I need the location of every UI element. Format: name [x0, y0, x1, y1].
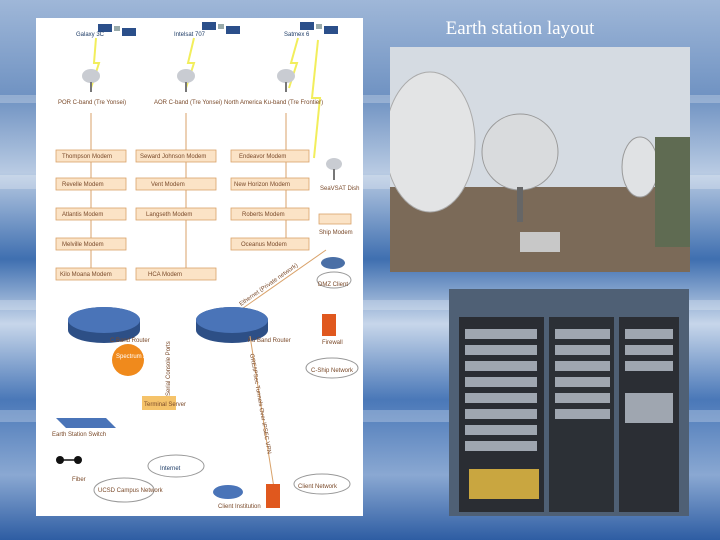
- modem-box: New Horizon Modem: [230, 177, 310, 191]
- modem-label: Melville Modem: [62, 242, 104, 248]
- modem-box: Thompson Modem: [55, 149, 127, 163]
- modem-label: Kilo Moana Modem: [60, 272, 112, 278]
- ship-network-label: C-Ship Network: [311, 368, 354, 374]
- modem-box: Kilo Moana Modem: [55, 267, 127, 281]
- client-institution-label: Client Institution: [218, 504, 261, 510]
- terminal-server-icon: [142, 396, 176, 410]
- satellite-label: Intelsat 707: [174, 32, 206, 38]
- client-network-cloud-icon: [293, 473, 351, 495]
- modem-label: Langseth Modem: [146, 212, 192, 218]
- ship-modem-label: Ship Modem: [319, 230, 353, 236]
- switch-label: Earth Station Switch: [52, 432, 106, 438]
- modem-box: Vent Modem: [135, 177, 217, 191]
- modem-label: HCA Modem: [148, 272, 182, 278]
- satellite-link: [310, 39, 322, 159]
- client-firewall-icon: [266, 484, 280, 508]
- ethernet-label: Ethernet (Private network): [239, 263, 300, 308]
- modem-label: Vent Modem: [151, 182, 185, 188]
- modem-box: Langseth Modem: [135, 207, 217, 221]
- satellite-label: Galaxy 3C: [76, 32, 105, 38]
- modem-box: Endeavor Modem: [230, 149, 310, 163]
- modem-label: Endeavor Modem: [239, 154, 286, 160]
- cloud-icon: [316, 271, 352, 289]
- client-network-label: Client Network: [298, 484, 338, 490]
- antenna-label: North America Ku-band (Tre Frontier): [224, 100, 323, 106]
- modem-box: Revelle Modem: [55, 177, 127, 191]
- antenna-label: POR C-band (Tre Yonsei): [58, 100, 126, 106]
- campus-label: UCSD Campus Network: [98, 488, 164, 494]
- modem-box: Roberts Modem: [230, 207, 310, 221]
- firewall-label: Firewall: [322, 340, 343, 346]
- c-band-router-icon: [68, 307, 140, 343]
- internet-label: Internet: [160, 466, 181, 472]
- c-band-router-label: C Band Router: [110, 338, 150, 344]
- equipment-rack-photo: [449, 289, 689, 516]
- cloud-icon: [305, 357, 359, 379]
- modem-label: New Horizon Modem: [234, 182, 290, 188]
- serial-label: Serial Console Ports: [166, 341, 172, 396]
- modem-label: Roberts Modem: [242, 212, 285, 218]
- fiber-label: Fiber: [72, 477, 86, 483]
- campus-cloud-icon: [93, 477, 155, 503]
- dmz-label: DMZ Client: [318, 282, 348, 288]
- earth-station-photo: [390, 47, 690, 272]
- satellite-icon: [202, 22, 240, 34]
- modem-box: Melville Modem: [55, 237, 127, 251]
- modem-label: Thompson Modem: [62, 154, 112, 160]
- firewall-icon: [322, 314, 336, 336]
- spectrum-analyzer-label: Spectrum Analyzer: [116, 354, 166, 360]
- antenna-icon: [277, 69, 295, 92]
- antenna-label: AOR C-band (Tre Yonsei): [154, 100, 222, 106]
- modem-box: Seward Johnson Modem: [135, 149, 217, 163]
- modem-box: HCA Modem: [135, 267, 217, 281]
- modem-box: Atlantis Modem: [55, 207, 127, 221]
- gre-label: GRE/IPSec Tunnels Over IPSEC VPN: [248, 353, 272, 454]
- switch-icon: [56, 418, 116, 428]
- modem-label: Revelle Modem: [62, 182, 104, 188]
- slide-title: Earth station layout: [445, 18, 595, 39]
- modem-label: Oceanus Modem: [241, 242, 287, 248]
- network-diagram: Galaxy 3C Intelsat 707 Satmex 6 POR C-ba…: [36, 18, 363, 516]
- satellite-icon: [300, 22, 338, 34]
- internet-cloud-icon: [147, 454, 205, 478]
- modem-label: Seward Johnson Modem: [140, 154, 206, 160]
- ku-band-router-label: Ku Band Router: [248, 338, 291, 344]
- dish-icon: [326, 158, 342, 180]
- satellite-label: Satmex 6: [284, 32, 310, 38]
- modem-label: Atlantis Modem: [62, 212, 103, 218]
- terminal-server-label: Terminal Server: [144, 402, 186, 408]
- spectrum-analyzer-icon: [112, 344, 144, 376]
- router-icon: [321, 257, 345, 269]
- dish-label: SeaVSAT Dish: [320, 186, 359, 192]
- modem-box: [318, 213, 352, 225]
- antenna-icon: [177, 69, 195, 92]
- client-router-icon: [213, 485, 243, 499]
- antenna-icon: [82, 69, 100, 92]
- satellite-icon: [98, 24, 136, 36]
- modem-box: Oceanus Modem: [230, 237, 310, 251]
